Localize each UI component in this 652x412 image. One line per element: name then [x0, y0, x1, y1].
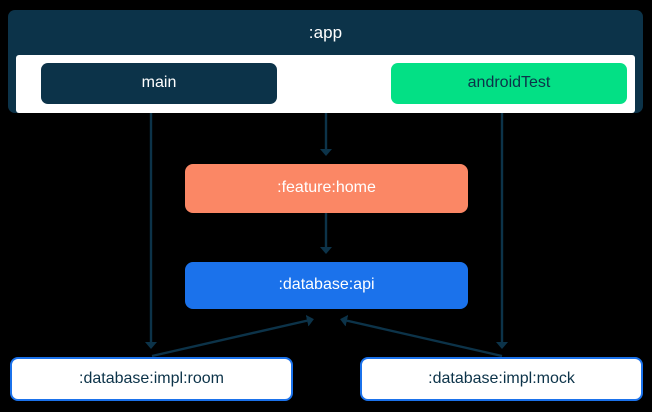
- edge-impl-room-to-database-api: [151, 314, 314, 358]
- edge-impl-mock-to-database-api: [340, 314, 503, 358]
- cluster-app-title: :app: [308, 22, 343, 42]
- node-app-main[interactable]: main: [41, 63, 277, 104]
- node-app-androidtest[interactable]: androidTest: [391, 63, 627, 104]
- cluster-app-sourceset-panel: main androidTest: [16, 55, 635, 113]
- node-database-impl-mock[interactable]: :database:impl:mock: [360, 357, 643, 401]
- node-database-api[interactable]: :database:api: [185, 262, 468, 309]
- node-feature-home[interactable]: :feature:home: [185, 164, 468, 213]
- cluster-app[interactable]: :app main androidTest: [8, 10, 643, 113]
- node-database-impl-room[interactable]: :database:impl:room: [10, 357, 293, 401]
